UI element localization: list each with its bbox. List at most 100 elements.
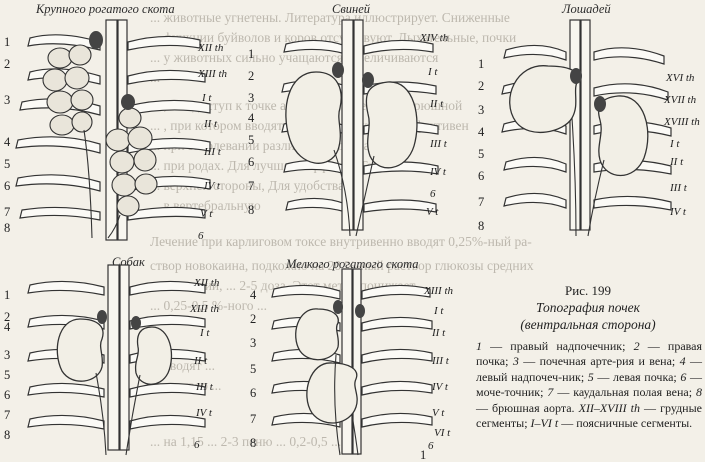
segment-label: VI t (434, 427, 451, 439)
segment-label: III t (432, 355, 449, 367)
label: 5 (248, 133, 255, 147)
panel-horses: Лошадей 1 2 3 (476, 0, 705, 245)
label: 4 (478, 125, 485, 139)
legend-text: — моче-точник; (476, 369, 703, 400)
label: 7 (248, 179, 255, 193)
legend-key: 4 (679, 354, 686, 369)
segment-label: V t (426, 206, 439, 218)
background-text-line: Лечение при карлиговом токсе внутривенно… (150, 234, 532, 249)
cattle-kidney-drawing (15, 19, 211, 241)
label: 3 (248, 91, 255, 105)
legend-key: XII–XVIII th (578, 400, 640, 415)
pig-kidney-drawing (281, 19, 439, 237)
legend-text: — левая почка; (593, 369, 681, 384)
legend-key: 3 (512, 354, 519, 369)
legend-key: I–VI t (530, 416, 559, 431)
figure-title-line1: Топография почек (536, 300, 640, 315)
label: 8 (4, 221, 11, 235)
label: 6 (250, 386, 257, 400)
legend-key: 2 (633, 339, 640, 353)
label: 6 (4, 388, 11, 402)
panel-cattle: Крупного рогатого скота (0, 0, 230, 245)
segment-label: II t (430, 98, 444, 110)
segment-label: 6 (430, 188, 436, 200)
segment-label: II t (670, 156, 684, 168)
legend-key: 1 (476, 339, 482, 353)
label: 5 (478, 147, 485, 161)
label: 2 (4, 310, 11, 324)
panel-dogs: Собак 1 2 3 (0, 255, 235, 462)
label: 5 (4, 157, 11, 171)
label: 1 (4, 288, 11, 302)
segment-label: IV t (670, 206, 686, 218)
segment-label: IV t (432, 381, 448, 393)
segment-label: XIII th (424, 285, 454, 297)
segment-label: XII th (194, 277, 220, 289)
segment-label: I t (670, 138, 680, 150)
label: 4 (4, 135, 11, 149)
legend-text: — почечная арте-рия и вена; (518, 354, 680, 369)
label: 7 (4, 408, 11, 422)
segment-label: II t (432, 327, 446, 339)
segment-label: II t (204, 118, 218, 130)
label: 7 (478, 195, 485, 209)
panel-pigs: Свиней 1 2 3 (238, 0, 468, 245)
label: 5 (250, 362, 257, 376)
legend-key: 5 (587, 369, 594, 384)
legend-key: 7 (547, 385, 554, 400)
segment-label: XIV th (420, 32, 449, 44)
small-ruminant-kidney-drawing (271, 268, 433, 456)
segment-label: I t (202, 92, 212, 104)
panel-title: Мелкого рогатого скота (286, 257, 419, 271)
label: 6 (248, 155, 255, 169)
legend-text: — правый надпочечник; (482, 339, 634, 353)
label: 4 (4, 320, 11, 334)
label: 1 (4, 35, 11, 49)
segment-label: XVII th (664, 94, 697, 106)
segment-label: XIII th (198, 68, 228, 80)
segment-label: XVI th (666, 72, 695, 84)
panel-title: Крупного рогатого скота (36, 2, 175, 16)
legend-text: — поясничные сегменты. (558, 416, 693, 431)
label: 3 (4, 93, 11, 107)
label: 4 (248, 111, 255, 125)
background-text-line: ... функции буйволов и коров отсутствуют… (150, 30, 517, 45)
segment-label: XVIII th (664, 116, 700, 128)
segment-label: 6 (198, 230, 204, 242)
label: 2 (478, 79, 485, 93)
legend-text: — левый надпочеч-ник; (476, 354, 702, 384)
label: 2 (248, 69, 255, 83)
label: 8 (478, 219, 485, 233)
background-text-line: створ новокаина, подкожно на 20 %-ный ра… (150, 258, 534, 273)
figure-caption: Рис. 199 Топография почек (вентральная с… (476, 283, 700, 333)
label: 4 (250, 288, 257, 302)
legend-key: 8 (696, 385, 702, 400)
segment-label: XIII th (190, 303, 220, 315)
label: 7 (250, 412, 257, 426)
segment-label: IV t (430, 166, 446, 178)
legend-key: 6 (680, 369, 687, 384)
segment-label: 6 (194, 439, 200, 451)
horse-kidney-drawing (501, 19, 672, 237)
panel-title: Лошадей (562, 2, 611, 16)
segment-label: III t (670, 182, 687, 194)
legend-text: — каудальная полая вена; (553, 385, 696, 400)
segment-label: I t (434, 305, 444, 317)
legend-text: — грудные сегменты; (476, 400, 702, 431)
label: 8 (250, 436, 257, 450)
label: 8 (248, 203, 255, 217)
background-text-line: ... на 1,15 ... 2-3 пеню ... 0,2-0,5 ... (150, 434, 342, 449)
panel-small-ruminants: Мелкого рогатого скота 1 (240, 255, 472, 462)
legend-text: — брюшная аорта. (476, 400, 579, 415)
segment-label: V t (200, 208, 213, 220)
label: 6 (478, 169, 485, 183)
segment-label: I t (200, 327, 210, 339)
segment-label: IV t (196, 407, 212, 419)
figure-title-line2: (вентральная сторона) (520, 317, 656, 332)
segment-label: II t (194, 355, 208, 367)
label: 3 (250, 336, 257, 350)
label: 1 (478, 57, 485, 71)
segment-label: III t (430, 138, 447, 150)
panel-title: Свиней (332, 2, 371, 16)
